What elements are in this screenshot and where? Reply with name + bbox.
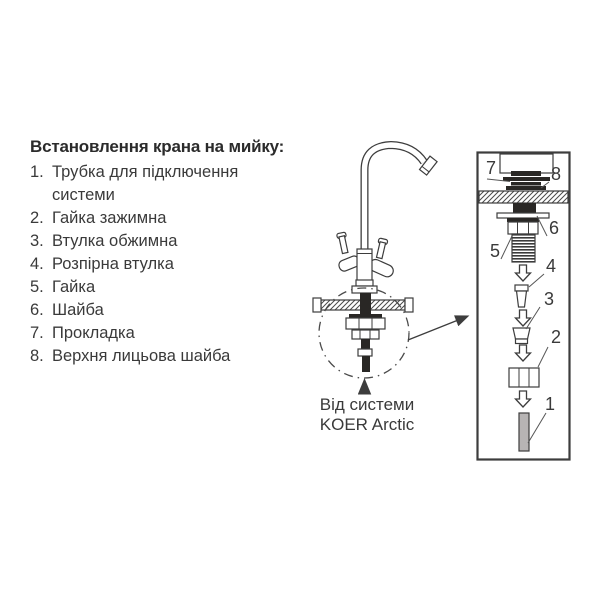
item-label: Шайба [52, 301, 104, 319]
part-label-7: 7 [486, 158, 496, 178]
gooseneck-spout [360, 140, 438, 254]
part-label-3: 3 [544, 289, 554, 309]
detail-panel: 7 8 6 5 4 3 2 1 [476, 151, 571, 461]
item-label: Гайка [52, 278, 96, 296]
part-label-5: 5 [490, 241, 500, 261]
part-label-1: 1 [545, 394, 555, 414]
leader-lines [486, 178, 550, 444]
item-label: Прокладка [52, 324, 135, 342]
item-label: Втулка обжимна [52, 232, 178, 250]
callout-arrow [407, 315, 470, 341]
item-number: 6. [30, 301, 44, 319]
instructions-block: Встановлення крана на мийку: 1. Трубка дл… [30, 137, 315, 368]
instructions-title: Встановлення крана на мийку: [30, 137, 285, 156]
item-label: Гайка зажимна [52, 209, 167, 227]
part-7-gasket [503, 171, 550, 190]
supply-caption: Від системи KOER Arctic [300, 395, 434, 435]
faucet-body [351, 248, 378, 294]
part-6-washer [496, 203, 550, 222]
parts-list-item: 3. Втулка обжимна [30, 230, 315, 253]
faucet-diagram: 7 8 6 5 4 3 2 1 [312, 140, 571, 461]
part-label-4: 4 [546, 256, 556, 276]
part-label-8: 8 [551, 164, 561, 184]
supply-caption-line1: Від системи [319, 395, 415, 414]
item-label: Трубка для підключення системи [52, 163, 239, 204]
parts-list-item: 2. Гайка зажимна [30, 207, 315, 230]
parts-list-item: 8. Верхня лицьова шайба [30, 345, 315, 368]
parts-list-item: 5. Гайка [30, 276, 315, 299]
part-3-compression-sleeve [512, 327, 531, 345]
item-label: Верхня лицьова шайба [52, 347, 231, 365]
item-number: 4. [30, 255, 44, 273]
item-number: 5. [30, 278, 44, 296]
item-number: 3. [30, 232, 44, 250]
part-2-compression-nut [508, 367, 540, 388]
item-number: 2. [30, 209, 44, 227]
parts-list-item: 6. Шайба [30, 299, 315, 322]
parts-list-item: 4. Розпірна втулка [30, 253, 315, 276]
item-label: Розпірна втулка [52, 255, 174, 273]
faucet-illustration [312, 140, 470, 395]
part-4-spacer-sleeve [514, 284, 529, 308]
spout-tip [418, 155, 438, 176]
item-number: 7. [30, 324, 44, 342]
countertop-section [478, 190, 569, 204]
parts-list-item: 7. Прокладка [30, 322, 315, 345]
parts-list-item: 1. Трубка для підключення системи [30, 161, 315, 207]
supply-caption-line2: KOER Arctic [319, 415, 415, 434]
item-number: 1. [30, 163, 44, 181]
callout-circle [318, 287, 410, 379]
parts-list: 1. Трубка для підключення системи 2. Гайка… [30, 161, 315, 368]
part-5-nut [507, 221, 539, 263]
part-label-2: 2 [551, 327, 561, 347]
faucet-base-section [499, 153, 554, 174]
mounting-parts [345, 293, 386, 372]
part-label-6: 6 [549, 218, 559, 238]
item-number: 8. [30, 347, 44, 365]
part-1-tube [518, 412, 530, 452]
